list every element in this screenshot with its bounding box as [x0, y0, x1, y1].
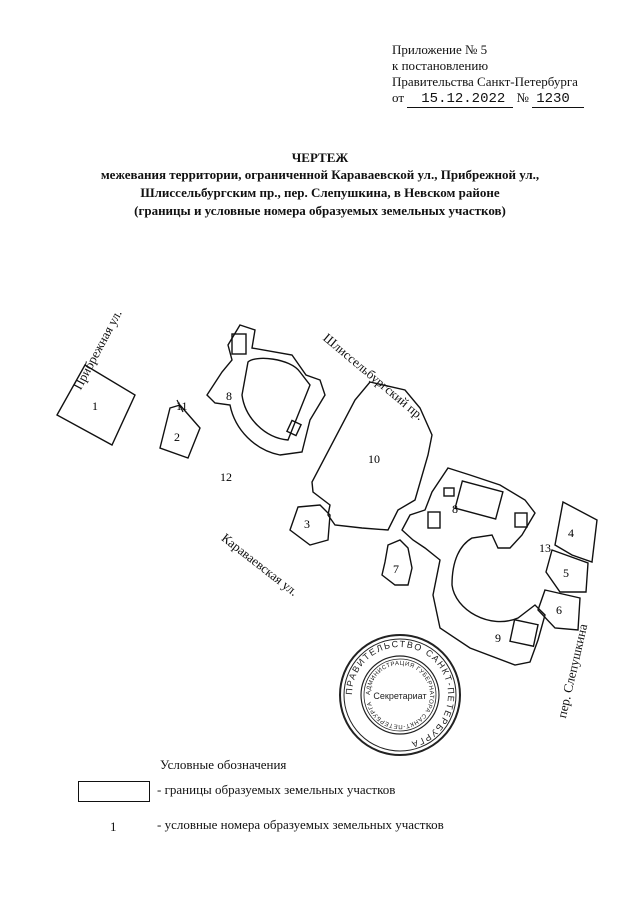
resolution-date: 15.12.2022 — [407, 91, 514, 108]
drawing-title: ЧЕРТЕЖ — [291, 150, 349, 165]
parcel-3-label: 3 — [304, 517, 310, 531]
parcel-9-label: 7 — [393, 562, 399, 576]
parcel-1-label: 1 — [92, 399, 98, 413]
parcel-11-label: 11 — [176, 399, 188, 413]
from-prefix: от — [392, 90, 405, 105]
legend-boundary-sample — [78, 781, 150, 802]
parcel-7-boundary — [206, 324, 326, 456]
parcel-8-building-3 — [427, 511, 441, 529]
parcel-8-building-4 — [514, 512, 528, 528]
parcel-10-label: 10 — [368, 452, 380, 466]
appendix-header: Приложение № 5 к постановлению Правитель… — [392, 42, 584, 108]
legend-number-label: - условные номера образуемых земельных у… — [157, 817, 444, 832]
official-stamp: ПРАВИТЕЛЬСТВО САНКТ-ПЕТЕРБУРГА АДМИНИСТР… — [339, 634, 461, 756]
parcel-8-label-north: 8 — [452, 502, 458, 516]
drawing-subtitle-1: межевания территории, ограниченной Карав… — [100, 167, 540, 182]
parcel-7-label: 8 — [226, 389, 232, 403]
legend-heading: Условные обозначения — [160, 757, 287, 772]
legend-number-sample: 1 — [110, 819, 117, 834]
parcel-6-boundary — [537, 589, 581, 631]
resolution-number: 1230 — [532, 91, 584, 108]
drawing-subtitle-2: Шлиссельбургским пр., пер. Слепушкина, в… — [140, 185, 500, 200]
parcel-4-label: 4 — [568, 526, 574, 540]
parcel-7-inner-1 — [231, 333, 247, 355]
parcel-4-boundary — [554, 500, 598, 563]
parcel-3-boundary — [289, 504, 331, 546]
legend-boundary-label: - границы образуемых земельных участков — [157, 782, 396, 797]
parcel-9-boundary — [381, 539, 413, 586]
parcel-8-building-5 — [509, 618, 539, 648]
parcel-8-boundary — [401, 467, 546, 666]
parcel-7-inner-2 — [286, 419, 302, 437]
number-prefix: № — [516, 90, 529, 105]
parcel-13-label: 13 — [539, 541, 551, 555]
resolution-ref: к постановлению — [392, 58, 489, 73]
parcel-8-label-south: 9 — [495, 631, 501, 645]
government-ref: Правительства Санкт-Петербурга — [392, 74, 578, 89]
date-number-line: от 15.12.2022 № 1230 — [392, 90, 584, 108]
appendix-title: Приложение № 5 — [392, 42, 488, 57]
parcel-1-boundary — [56, 364, 136, 446]
parcel-5-boundary — [545, 549, 589, 593]
stamp-center-text: Секретариат — [373, 691, 426, 701]
parcel-2-label: 2 — [174, 430, 180, 444]
parcel-5-label: 5 — [563, 566, 569, 580]
drawing-subtitle-3: (границы и условные номера образуемых зе… — [134, 203, 506, 218]
parcel-10-boundary — [311, 381, 433, 531]
parcel-8-building-2 — [443, 487, 455, 497]
parcel-8-building-1 — [454, 480, 504, 520]
parcel-12-label: 12 — [220, 470, 232, 484]
parcel-6-label: 6 — [556, 603, 562, 617]
